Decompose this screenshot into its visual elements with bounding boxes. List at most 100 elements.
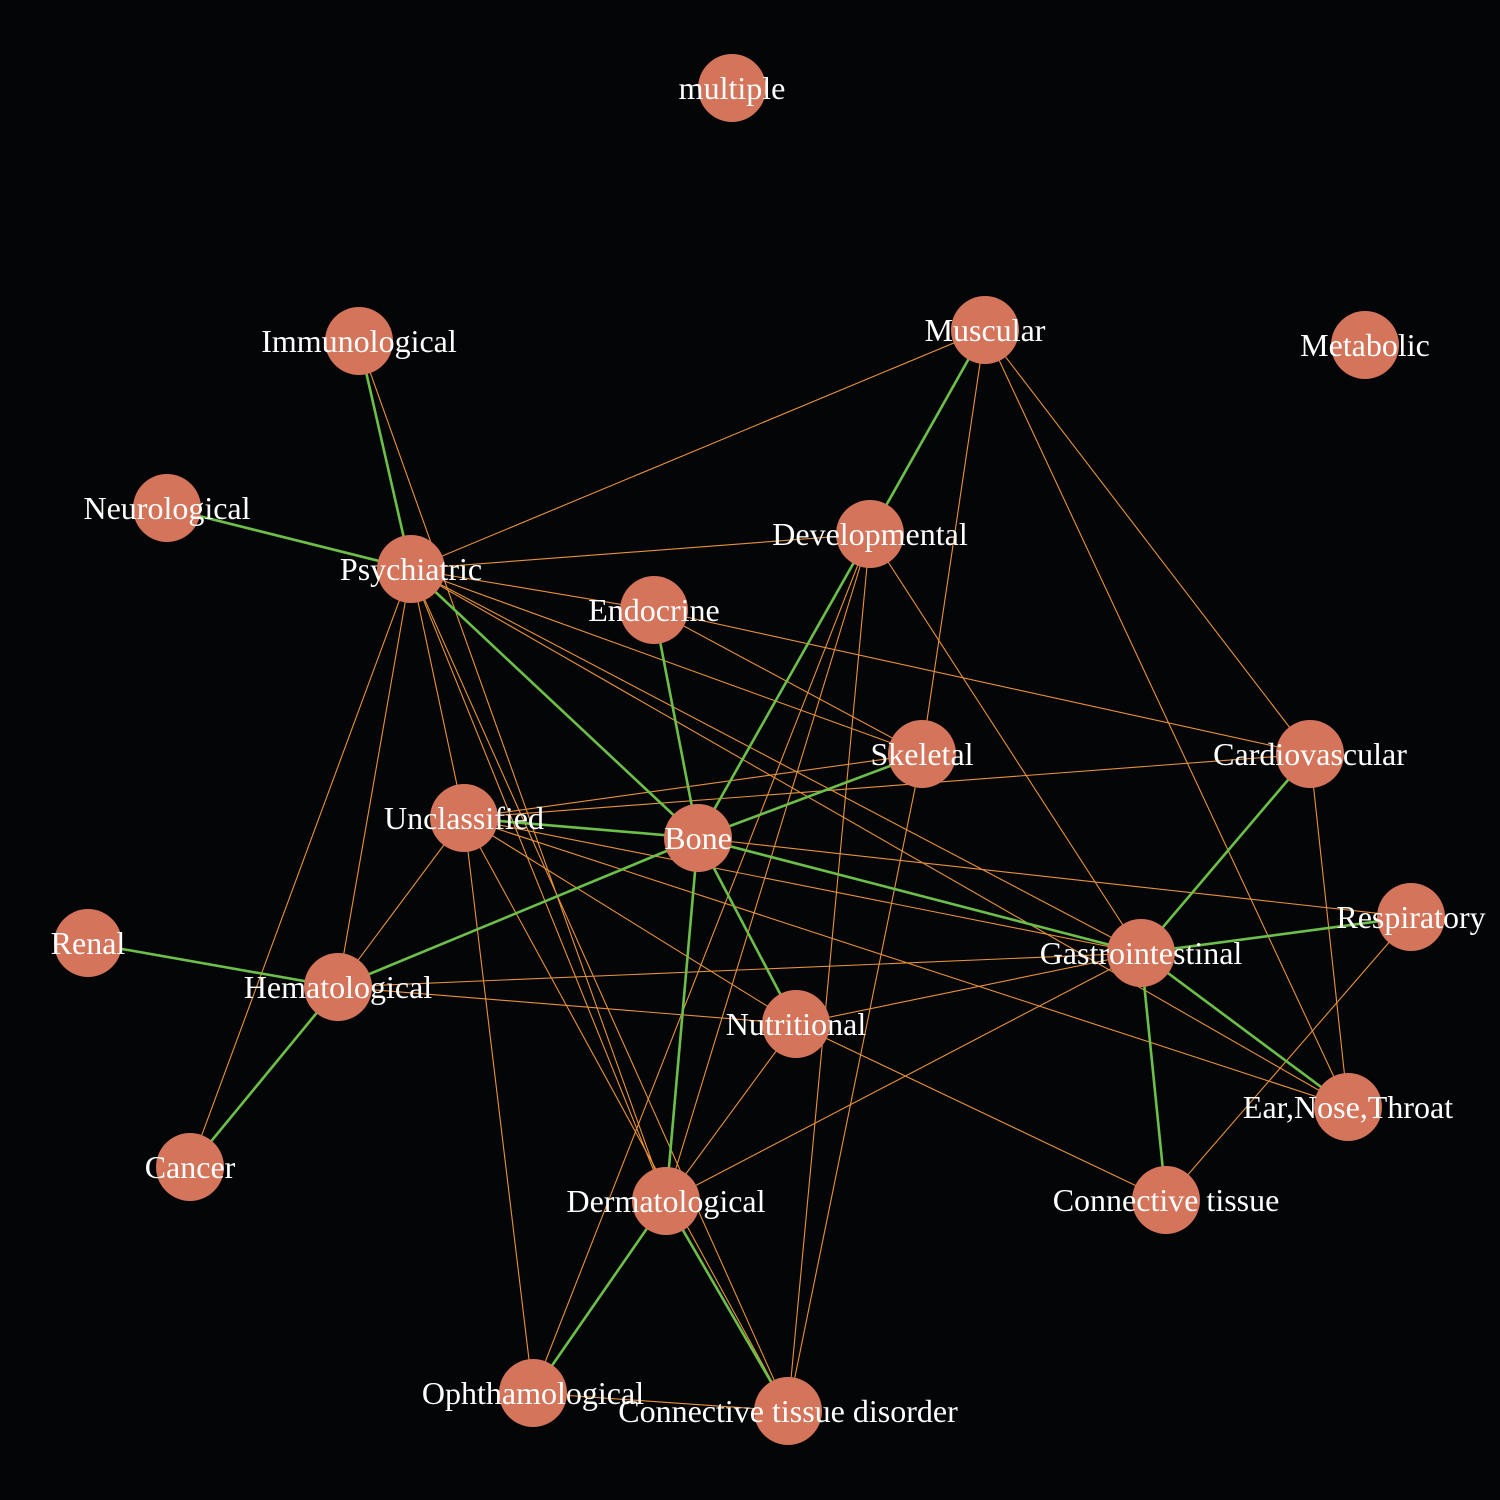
edge-dermatological-ophthamological xyxy=(531,1200,668,1394)
node-ophthamological[interactable] xyxy=(499,1359,567,1427)
edge-muscular-developmental xyxy=(868,329,987,535)
edge-hematological-cancer xyxy=(188,986,340,1168)
node-circle[interactable] xyxy=(1377,883,1445,951)
edge-unclassified-nutritional xyxy=(463,817,797,1025)
node-metabolic[interactable] xyxy=(1331,311,1399,379)
edge-renal-hematological xyxy=(87,941,339,989)
edge-psychiatric-dermatological xyxy=(410,568,667,1202)
node-developmental[interactable] xyxy=(836,500,904,568)
node-ct_disorder[interactable] xyxy=(754,1377,822,1445)
edge-unclassified-hematological xyxy=(337,817,465,988)
node-circle[interactable] xyxy=(620,576,688,644)
node-immunological[interactable] xyxy=(325,307,393,375)
edge-hematological-nutritional xyxy=(337,986,797,1025)
node-label-connective_tissue: Connective tissue xyxy=(1053,1182,1280,1218)
node-muscular[interactable] xyxy=(951,296,1019,364)
node-bone[interactable] xyxy=(664,804,732,872)
node-circle[interactable] xyxy=(698,54,766,122)
node-skeletal[interactable] xyxy=(888,720,956,788)
node-circle[interactable] xyxy=(430,784,498,852)
edge-cardiovascular-unclassified xyxy=(463,753,1311,819)
node-circle[interactable] xyxy=(325,307,393,375)
node-connective_tissue[interactable] xyxy=(1132,1166,1200,1234)
node-multiple[interactable] xyxy=(698,54,766,122)
node-circle[interactable] xyxy=(304,953,372,1021)
node-endocrine[interactable] xyxy=(620,576,688,644)
edge-unclassified-gastrointestinal xyxy=(463,817,1142,954)
node-circle[interactable] xyxy=(54,909,122,977)
edge-psychiatric-endocrine xyxy=(410,568,655,611)
edge-endocrine-skeletal xyxy=(653,609,923,755)
edge-psychiatric-hematological xyxy=(337,568,412,988)
node-nutritional[interactable] xyxy=(762,990,830,1058)
edge-psychiatric-cancer xyxy=(189,568,412,1168)
node-circle[interactable] xyxy=(664,804,732,872)
node-circle[interactable] xyxy=(836,500,904,568)
node-circle[interactable] xyxy=(499,1359,567,1427)
node-circle[interactable] xyxy=(951,296,1019,364)
node-dermatological[interactable] xyxy=(632,1167,700,1235)
edge-psychiatric-bone xyxy=(410,568,699,839)
node-circle[interactable] xyxy=(377,535,445,603)
edge-psychiatric-skeletal xyxy=(410,568,923,755)
edge-ophthamological-ct_disorder xyxy=(532,1392,789,1412)
node-circle[interactable] xyxy=(632,1167,700,1235)
node-label-muscular: Muscular xyxy=(925,312,1046,348)
node-cardiovascular[interactable] xyxy=(1276,720,1344,788)
node-neurological[interactable] xyxy=(133,474,201,542)
node-gastrointestinal[interactable] xyxy=(1107,919,1175,987)
edge-unclassified-ophthamological xyxy=(463,817,534,1394)
node-circle[interactable] xyxy=(156,1133,224,1201)
edge-bone-respiratory xyxy=(697,837,1412,918)
edge-psychiatric-unclassified xyxy=(410,568,465,819)
edge-bone-dermatological xyxy=(664,837,700,1202)
edge-immunological-dermatological xyxy=(358,340,667,1202)
edge-psychiatric-ct_disorder xyxy=(410,568,789,1412)
edge-developmental-ophthamological xyxy=(532,533,871,1394)
edge-developmental-dermatological xyxy=(665,533,871,1202)
node-unclassified[interactable] xyxy=(430,784,498,852)
node-label-ct_disorder: Connective tissue disorder xyxy=(618,1393,958,1429)
edge-psychiatric-developmental xyxy=(410,533,871,570)
node-respiratory[interactable] xyxy=(1377,883,1445,951)
node-circle[interactable] xyxy=(1276,720,1344,788)
node-label-cancer: Cancer xyxy=(145,1149,236,1185)
node-circle[interactable] xyxy=(1331,311,1399,379)
node-circle[interactable] xyxy=(754,1377,822,1445)
edge-unclassified-ct_disorder xyxy=(463,817,789,1412)
node-circle[interactable] xyxy=(1132,1166,1200,1234)
node-label-hematological: Hematological xyxy=(244,969,432,1005)
edge-skeletal-ct_disorder xyxy=(787,753,923,1412)
node-label-ophthamological: Ophthamological xyxy=(422,1375,644,1411)
node-circle[interactable] xyxy=(1107,919,1175,987)
node-cancer[interactable] xyxy=(156,1133,224,1201)
node-circle[interactable] xyxy=(888,720,956,788)
node-ent[interactable] xyxy=(1314,1073,1382,1141)
edge-immunological-psychiatric xyxy=(357,340,413,570)
node-label-bone: Bone xyxy=(664,820,732,856)
node-renal[interactable] xyxy=(54,909,122,977)
edge-nutritional-dermatological xyxy=(665,1023,797,1202)
edge-nutritional-connective_tissue xyxy=(795,1023,1167,1201)
edge-gastrointestinal-ent xyxy=(1140,951,1349,1109)
node-label-endocrine: Endocrine xyxy=(588,592,720,628)
edge-skeletal-unclassified xyxy=(463,753,923,819)
edge-developmental-bone xyxy=(696,533,872,839)
edge-respiratory-gastrointestinal xyxy=(1140,915,1412,955)
node-hematological[interactable] xyxy=(304,953,372,1021)
node-label-unclassified: Unclassified xyxy=(384,800,544,836)
edge-developmental-gastrointestinal xyxy=(869,533,1142,954)
edge-skeletal-bone xyxy=(697,752,923,840)
edge-bone-hematological xyxy=(337,836,699,989)
node-circle[interactable] xyxy=(762,990,830,1058)
node-psychiatric[interactable] xyxy=(377,535,445,603)
edge-cardiovascular-gastrointestinal xyxy=(1140,753,1311,954)
edge-cardiovascular-ent xyxy=(1309,753,1349,1108)
node-label-dermatological: Dermatological xyxy=(566,1183,765,1219)
edge-psychiatric-gastrointestinal xyxy=(410,568,1142,954)
edge-gastrointestinal-connective_tissue xyxy=(1139,952,1168,1201)
node-circle[interactable] xyxy=(133,474,201,542)
node-circle[interactable] xyxy=(1314,1073,1382,1141)
